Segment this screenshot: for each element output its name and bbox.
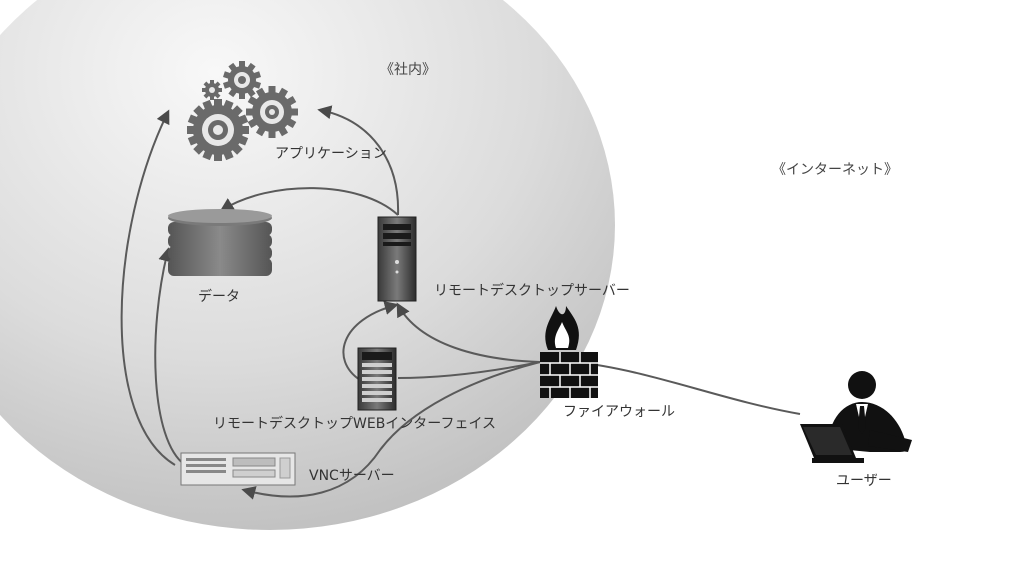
connector-firewall-web — [397, 361, 541, 379]
application-label: アプリケーション — [275, 146, 387, 162]
connector-rds-data — [219, 187, 399, 216]
connector-firewall-vnc — [241, 361, 541, 500]
remote-desktop-web-label: リモートデスクトップWEBインターフェイス — [213, 416, 497, 432]
connector-user-firewall — [574, 361, 801, 415]
connector-web-rds — [342, 301, 399, 381]
connectors — [120, 105, 801, 500]
internal-zone-label: 《社内》 — [380, 62, 436, 78]
internet-zone-label: 《インターネット》 — [772, 162, 898, 178]
firewall-label: ファイアウォール — [563, 404, 675, 420]
firewall-icon — [540, 306, 598, 398]
connector-rds-app — [317, 105, 400, 216]
user-label: ユーザー — [836, 473, 892, 489]
connector-vnc-app — [120, 109, 176, 466]
desktop-server-icon — [180, 452, 296, 486]
remote-desktop-server-label: リモートデスクトップサーバー — [434, 283, 630, 299]
vnc-server-label: VNCサーバー — [309, 468, 395, 484]
internal-zone — [0, 0, 615, 530]
data-label: データ — [198, 289, 240, 305]
gears-icon — [187, 61, 298, 161]
web-server-icon — [357, 347, 397, 411]
tower-server-icon — [377, 216, 417, 302]
connector-firewall-rds — [396, 302, 541, 363]
connector-vnc-data — [154, 247, 186, 466]
database-icon — [168, 209, 272, 276]
user-laptop-icon — [800, 371, 912, 463]
